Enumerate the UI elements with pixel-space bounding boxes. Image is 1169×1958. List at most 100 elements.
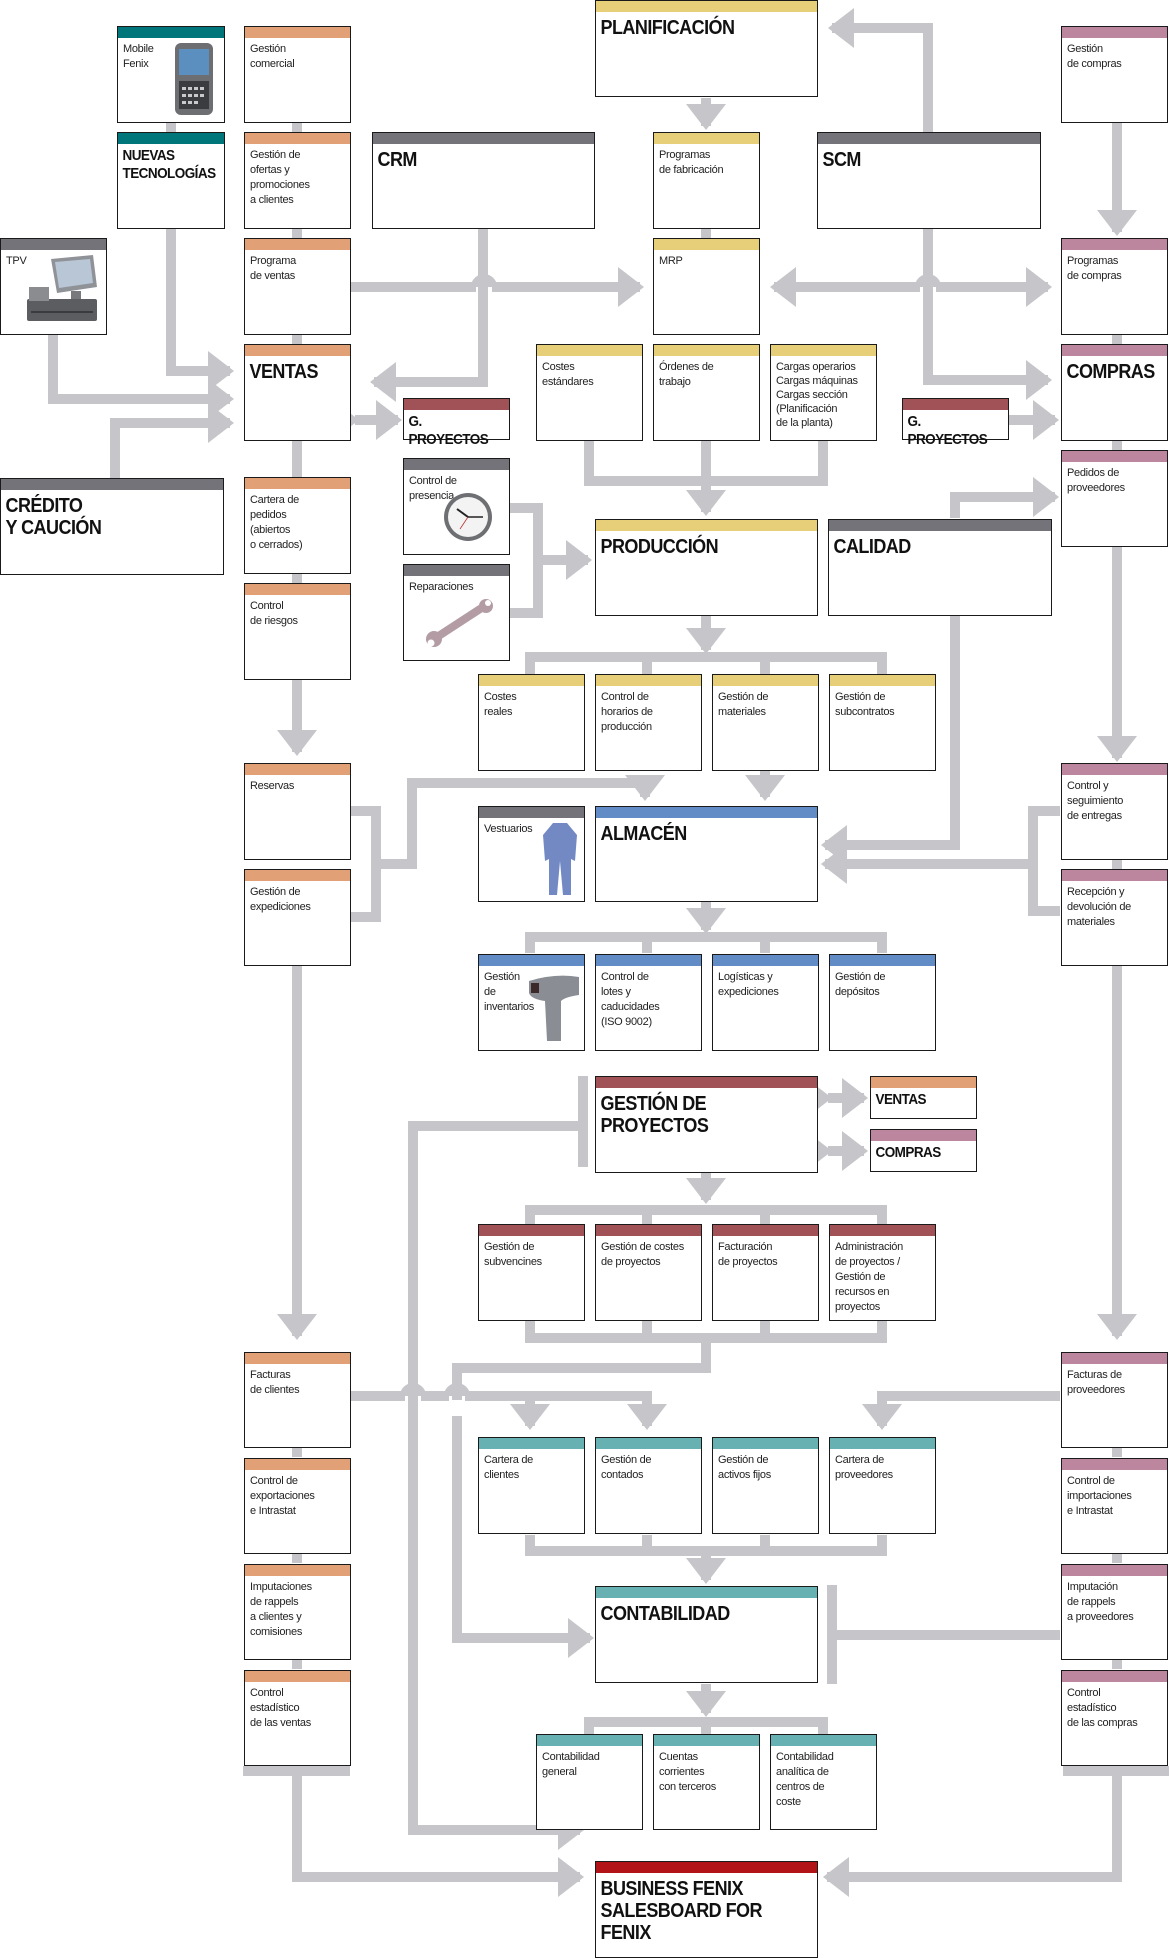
module-g-proyectos-left[interactable]: G. PROYECTOS bbox=[403, 398, 510, 448]
module-color-bar bbox=[245, 478, 350, 489]
module-logisticas[interactable]: Logísticas y expediciones bbox=[712, 954, 819, 1051]
module-scm[interactable]: SCM bbox=[817, 132, 1041, 229]
module-gestion-subvenciones[interactable]: Gestión de subvencines bbox=[478, 1224, 585, 1321]
module-color-bar bbox=[903, 399, 1008, 410]
module-title: NUEVAS TECNOLOGÍAS bbox=[122, 147, 217, 182]
module-nuevas-tecnologias[interactable]: NUEVAS TECNOLOGÍAS bbox=[117, 132, 225, 229]
module-title: ALMACÉN bbox=[600, 823, 688, 845]
module-label: Imputación de rappels a proveedores bbox=[1067, 1581, 1134, 1623]
module-g-proyectos-right[interactable]: G. PROYECTOS bbox=[902, 398, 1009, 448]
module-title: COMPRAS bbox=[875, 1144, 942, 1161]
module-cartera-proveedores[interactable]: Cartera de proveedores bbox=[829, 1437, 936, 1534]
module-label: Control de lotes y caducidades (ISO 9002… bbox=[601, 971, 660, 1028]
module-administracion-proyectos[interactable]: Administración de proyectos / Gestión de… bbox=[829, 1224, 936, 1321]
module-programas-compras[interactable]: Programas de compras bbox=[1061, 238, 1168, 335]
module-color-bar bbox=[771, 345, 876, 356]
module-control-presencia[interactable]: Control de presencia bbox=[403, 458, 510, 555]
module-color-bar bbox=[537, 345, 642, 356]
module-color-bar bbox=[1, 479, 223, 490]
module-costes-estandares[interactable]: Costes estándares bbox=[536, 344, 643, 441]
module-control-lotes[interactable]: Control de lotes y caducidades (ISO 9002… bbox=[595, 954, 702, 1051]
module-vestuarios[interactable]: Vestuarios bbox=[478, 806, 585, 902]
module-tpv[interactable]: TPV bbox=[0, 238, 107, 335]
module-gestion-contados[interactable]: Gestión de contados bbox=[595, 1437, 702, 1534]
module-programas-fabricacion[interactable]: Programas de fabricación bbox=[653, 132, 760, 229]
connector-credito-ventas bbox=[110, 403, 234, 478]
module-crm[interactable]: CRM bbox=[372, 132, 595, 229]
module-programa-ventas[interactable]: Programa de ventas bbox=[244, 238, 351, 335]
module-cartera-clientes[interactable]: Cartera de clientes bbox=[478, 1437, 585, 1534]
module-label: Vestuarios bbox=[484, 823, 533, 835]
module-color-bar bbox=[1062, 239, 1167, 250]
module-control-estadistico-compras[interactable]: Control estadístico de las compras bbox=[1061, 1670, 1168, 1766]
module-mrp[interactable]: MRP bbox=[653, 238, 760, 335]
module-almacen[interactable]: ALMACÉN bbox=[595, 806, 818, 902]
module-facturas-clientes[interactable]: Facturas de clientes bbox=[244, 1352, 351, 1448]
module-gestion-proyectos[interactable]: GESTIÓN DE PROYECTOS bbox=[595, 1076, 818, 1173]
module-gestion-materiales[interactable]: Gestión de materiales bbox=[712, 674, 819, 771]
module-imputaciones-rappels[interactable]: Imputaciones de rappels a clientes y com… bbox=[244, 1564, 351, 1660]
module-title: CRM bbox=[377, 149, 418, 171]
module-control-exportaciones[interactable]: Control de exportaciones e Intrastat bbox=[244, 1458, 351, 1554]
connector-hop-a bbox=[400, 1383, 426, 1397]
module-label: Control de riesgos bbox=[250, 600, 298, 627]
module-control-horarios[interactable]: Control de horarios de producción bbox=[595, 674, 702, 771]
module-cuentas-corrientes[interactable]: Cuentas corrientes con terceros bbox=[653, 1734, 760, 1830]
module-gestion-inventarios[interactable]: Gestión de inventarios bbox=[478, 954, 585, 1051]
module-cargas[interactable]: Cargas operarios Cargas máquinas Cargas … bbox=[770, 344, 877, 441]
module-imputacion-rappels-proveedores[interactable]: Imputación de rappels a proveedores bbox=[1061, 1564, 1168, 1660]
module-credito-caucion[interactable]: CRÉDITO Y CAUCIÓN bbox=[0, 478, 224, 575]
module-reparaciones[interactable]: Reparaciones bbox=[403, 564, 510, 661]
module-planificacion[interactable]: PLANIFICACIÓN bbox=[595, 0, 818, 97]
module-gestion-comercial[interactable]: Gestión comercial bbox=[244, 26, 351, 123]
module-pedidos-proveedores[interactable]: Pedidos de proveedores bbox=[1061, 450, 1168, 547]
module-label: Gestión de compras bbox=[1067, 43, 1122, 70]
module-reservas[interactable]: Reservas bbox=[244, 763, 351, 860]
module-label: Gestión de activos fijos bbox=[718, 1454, 771, 1481]
module-color-bar bbox=[245, 239, 350, 250]
module-color-bar bbox=[245, 27, 350, 38]
module-control-estadistico-ventas[interactable]: Control estadístico de las ventas bbox=[244, 1670, 351, 1766]
module-label: Costes reales bbox=[484, 691, 517, 718]
connector-reservas-expediciones bbox=[350, 806, 381, 922]
module-contabilidad-analitica[interactable]: Contabilidad analítica de centros de cos… bbox=[770, 1734, 877, 1830]
module-calidad[interactable]: CALIDAD bbox=[828, 519, 1052, 616]
module-recepcion-devolucion[interactable]: Recepción y devolución de materiales bbox=[1061, 869, 1168, 966]
module-facturacion-proyectos[interactable]: Facturación de proyectos bbox=[712, 1224, 819, 1321]
module-costes-reales[interactable]: Costes reales bbox=[478, 674, 585, 771]
connector-scm-planificacion bbox=[828, 8, 933, 132]
module-gestion-costes-proyectos[interactable]: Gestión de costes de proyectos bbox=[595, 1224, 702, 1321]
connector-control-business-right bbox=[823, 1765, 1122, 1897]
module-gestion-expediciones[interactable]: Gestión de expediciones bbox=[244, 869, 351, 966]
module-gestion-subcontratos[interactable]: Gestión de subcontratos bbox=[829, 674, 936, 771]
module-facturas-proveedores[interactable]: Facturas de proveedores bbox=[1061, 1352, 1168, 1448]
module-contabilidad-general[interactable]: Contabilidad general bbox=[536, 1734, 643, 1830]
module-gestion-activos[interactable]: Gestión de activos fijos bbox=[712, 1437, 819, 1534]
module-gp-ventas[interactable]: VENTAS bbox=[870, 1076, 977, 1119]
module-cartera-pedidos[interactable]: Cartera de pedidos (abiertos o cerrados) bbox=[244, 477, 351, 574]
module-color-bar bbox=[654, 239, 759, 250]
module-color-bar bbox=[830, 955, 935, 966]
module-business-fenix[interactable]: BUSINESS FENIX SALESBOARD FOR FENIX bbox=[595, 1861, 818, 1958]
module-compras[interactable]: COMPRAS bbox=[1061, 344, 1168, 441]
module-color-bar bbox=[713, 1438, 818, 1449]
module-produccion[interactable]: PRODUCCIÓN bbox=[595, 519, 818, 616]
module-gestion-compras[interactable]: Gestión de compras bbox=[1061, 26, 1168, 123]
module-color-bar bbox=[713, 955, 818, 966]
module-gestion-ofertas[interactable]: Gestión de ofertas y promociones a clien… bbox=[244, 132, 351, 229]
module-control-entregas[interactable]: Control y seguimiento de entregas bbox=[1061, 763, 1168, 860]
module-color-bar bbox=[830, 675, 935, 686]
module-contabilidad[interactable]: CONTABILIDAD bbox=[595, 1586, 818, 1683]
module-ordenes-trabajo[interactable]: Órdenes de trabajo bbox=[653, 344, 760, 441]
module-ventas[interactable]: VENTAS bbox=[244, 344, 351, 441]
module-label: Pedidos de proveedores bbox=[1067, 467, 1125, 494]
module-mobile-fenix[interactable]: Mobile Fenix bbox=[117, 26, 225, 123]
module-gestion-depositos[interactable]: Gestión de depósitos bbox=[829, 954, 936, 1051]
module-gp-compras[interactable]: COMPRAS bbox=[870, 1129, 977, 1172]
connector-presencia-produccion bbox=[510, 503, 588, 618]
clock-icon bbox=[444, 493, 492, 541]
module-label: Control estadístico de las compras bbox=[1067, 1687, 1138, 1729]
module-color-bar bbox=[713, 1225, 818, 1236]
module-control-importaciones[interactable]: Control de importaciones e Intrastat bbox=[1061, 1458, 1168, 1554]
module-control-riesgos[interactable]: Control de riesgos bbox=[244, 583, 351, 680]
